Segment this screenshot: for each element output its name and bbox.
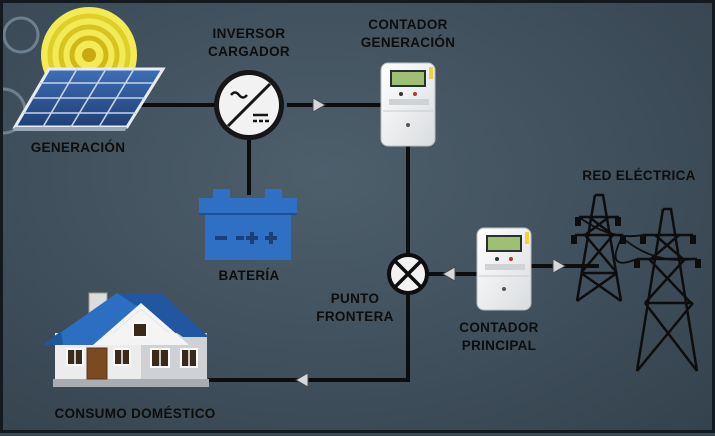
diagram-graphics [3, 7, 701, 388]
inverter-icon [214, 70, 284, 140]
label-punto-frontera-line2: FRONTERA [316, 309, 394, 324]
label-contador-generacion-line1: CONTADOR [368, 17, 448, 32]
label-inversor: INVERSOR CARGADOR [193, 25, 305, 61]
label-inversor-line2: CARGADOR [208, 44, 290, 59]
label-contador-principal-line2: PRINCIPAL [461, 338, 537, 353]
label-inversor-line1: INVERSOR [212, 26, 286, 41]
insulators [571, 217, 701, 268]
battery-icon [199, 189, 297, 260]
arrow-left-icon [442, 266, 456, 282]
junction-cross-icon [387, 253, 429, 295]
label-bateria: BATERÍA [218, 268, 280, 283]
connection-lines [121, 103, 599, 382]
flow-arrows [295, 97, 566, 388]
electric-meter-icon [380, 62, 436, 147]
label-red-electrica: RED ELÉCTRICA [582, 168, 696, 183]
power-tower-icon [575, 193, 699, 372]
label-contador-principal: CONTADOR PRINCIPAL [439, 319, 559, 355]
line-junction-house [208, 293, 410, 382]
label-contador-generacion: CONTADOR GENERACIÓN [343, 16, 473, 52]
house-icon [43, 292, 209, 387]
solar-panel-sun-icon [12, 7, 166, 131]
arrow-left-icon [295, 372, 309, 388]
arrow-right-icon [552, 258, 566, 274]
electric-meter-icon [476, 227, 532, 311]
label-punto-frontera: PUNTO FRONTERA [305, 290, 405, 326]
label-contador-generacion-line2: GENERACIÓN [360, 35, 456, 50]
label-contador-principal-line1: CONTADOR [459, 320, 539, 335]
label-punto-frontera-line1: PUNTO [330, 291, 380, 306]
arrow-right-icon [312, 97, 326, 113]
label-consumo-domestico: CONSUMO DOMÉSTICO [54, 406, 216, 421]
label-generacion: GENERACIÓN [30, 140, 126, 155]
